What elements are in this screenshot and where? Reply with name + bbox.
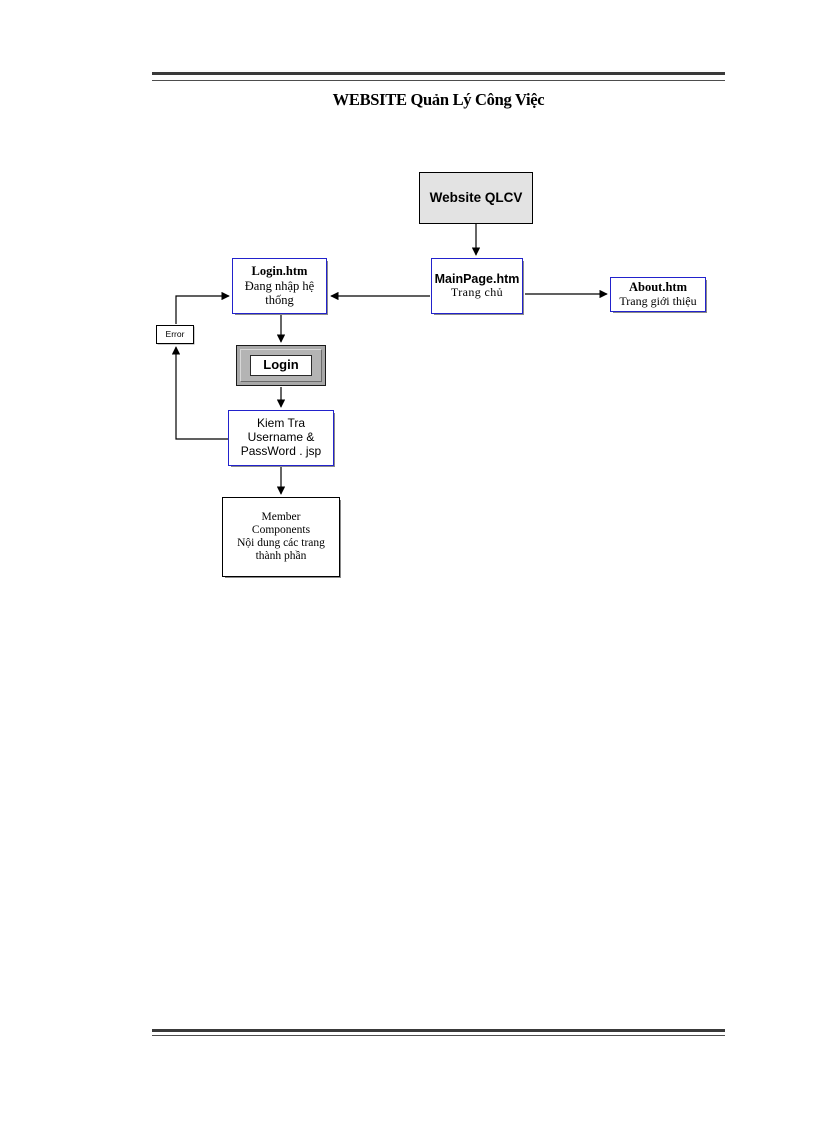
node-about-title: About.htm (629, 280, 687, 295)
node-member-line2: Components (251, 523, 311, 536)
node-login-subtitle-line1: Đang nhập hệ (244, 278, 315, 293)
node-error-box[interactable]: Error (156, 325, 194, 344)
node-member-line1: Member (261, 510, 301, 523)
node-login-title: Login.htm (251, 264, 308, 279)
node-member-line3: Nội dung các trang (237, 537, 325, 549)
edge-error-to-login (175, 291, 230, 324)
footer-rule-thick (152, 1029, 725, 1036)
node-kiemtra-jsp[interactable]: Kiem Tra Username & PassWord . jsp (228, 410, 334, 466)
node-website-qlcv[interactable]: Website QLCV (419, 172, 533, 224)
node-kiemtra-line3: PassWord . jsp (240, 443, 322, 458)
node-about-subtitle: Trang giới thiệu (619, 293, 697, 308)
node-login-htm[interactable]: Login.htm Đang nhập hệ thống (232, 258, 327, 314)
node-kiemtra-line2: Username & (247, 430, 315, 445)
node-login-button[interactable]: Login (236, 345, 326, 386)
node-website-qlcv-title: Website QLCV (429, 190, 523, 206)
node-mainpage-htm[interactable]: MainPage.htm Trang chủ (431, 258, 523, 314)
node-login-subtitle-line2: thống (265, 293, 294, 308)
node-member-components[interactable]: Member Components Nội dung các trang thà… (222, 497, 340, 577)
node-about-htm[interactable]: About.htm Trang giới thiệu (610, 277, 706, 312)
node-kiemtra-line1: Kiem Tra (256, 416, 305, 431)
node-mainpage-title: MainPage.htm (434, 271, 520, 286)
node-member-line4: thành phần (255, 550, 307, 563)
node-error-label: Error (165, 328, 185, 339)
header-rule (152, 72, 725, 81)
edge-kiemtra-to-error (171, 346, 228, 440)
node-login-button-label: Login (250, 355, 312, 376)
footer-rule-thin (152, 1035, 725, 1038)
node-mainpage-subtitle: Trang chủ (450, 285, 504, 300)
page-title: WEBSITE Quản Lý Công Việc (332, 90, 545, 109)
